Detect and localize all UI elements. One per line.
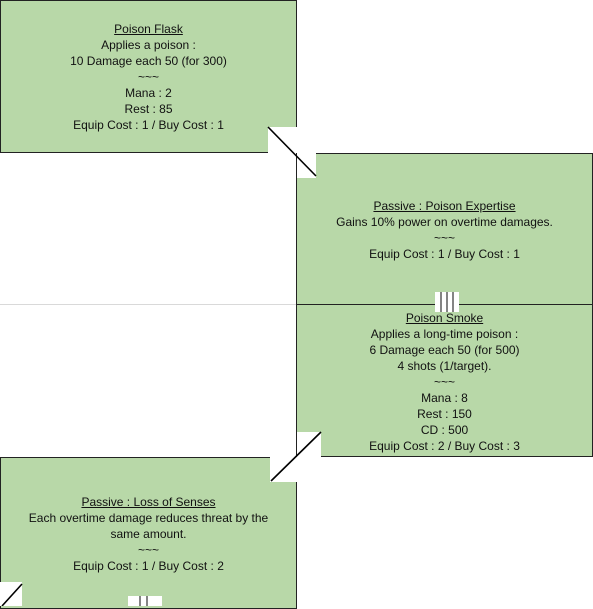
node-title: Passive : Poison Expertise <box>373 199 516 213</box>
connector-diagonal <box>0 582 23 606</box>
node-line: 6 Damage each 50 (for 500) <box>369 343 520 357</box>
node-line: ~~~ <box>137 70 160 84</box>
node-title: Passive : Loss of Senses <box>81 495 216 509</box>
node-title: Poison Smoke <box>405 311 484 325</box>
node-line: 4 shots (1/target). <box>397 359 492 373</box>
node-line: 10 Damage each 50 (for 300) <box>70 54 227 68</box>
node-line: Equip Cost : 1 / Buy Cost : 1 <box>73 118 224 132</box>
node-line: Mana : 2 <box>125 86 172 100</box>
node-line: Equip Cost : 1 / Buy Cost : 2 <box>73 559 224 573</box>
node-line: Mana : 8 <box>421 391 468 405</box>
node-line: Each overtime damage reduces threat by t… <box>28 511 269 525</box>
node-line: Equip Cost : 2 / Buy Cost : 3 <box>369 439 520 453</box>
skill-node-poison-flask[interactable]: Poison Flask Applies a poison : 10 Damag… <box>0 0 297 153</box>
node-line: ~~~ <box>433 231 456 245</box>
skill-node-poison-expertise[interactable]: Passive : Poison Expertise Gains 10% pow… <box>296 153 593 305</box>
skill-node-poison-smoke[interactable]: Poison Smoke Applies a long-time poison … <box>296 304 593 457</box>
node-line: Gains 10% power on overtime damages. <box>336 215 553 229</box>
connector-vertical <box>128 596 162 606</box>
node-line: ~~~ <box>433 375 456 389</box>
node-line: Rest : 150 <box>417 407 472 421</box>
node-line: CD : 500 <box>420 423 469 437</box>
connector-diagonal <box>267 126 317 178</box>
node-line: Equip Cost : 1 / Buy Cost : 1 <box>369 247 520 261</box>
node-line: same amount. <box>110 527 187 541</box>
connector-diagonal <box>270 431 322 482</box>
node-line: Applies a long-time poison : <box>370 327 519 341</box>
node-line: Applies a poison : <box>101 38 196 52</box>
node-line: Rest : 85 <box>124 102 173 116</box>
connector-vertical <box>435 292 459 312</box>
node-title: Poison Flask <box>114 22 183 36</box>
node-line: ~~~ <box>137 543 160 557</box>
skill-node-loss-of-senses[interactable]: Passive : Loss of Senses Each overtime d… <box>0 457 297 609</box>
